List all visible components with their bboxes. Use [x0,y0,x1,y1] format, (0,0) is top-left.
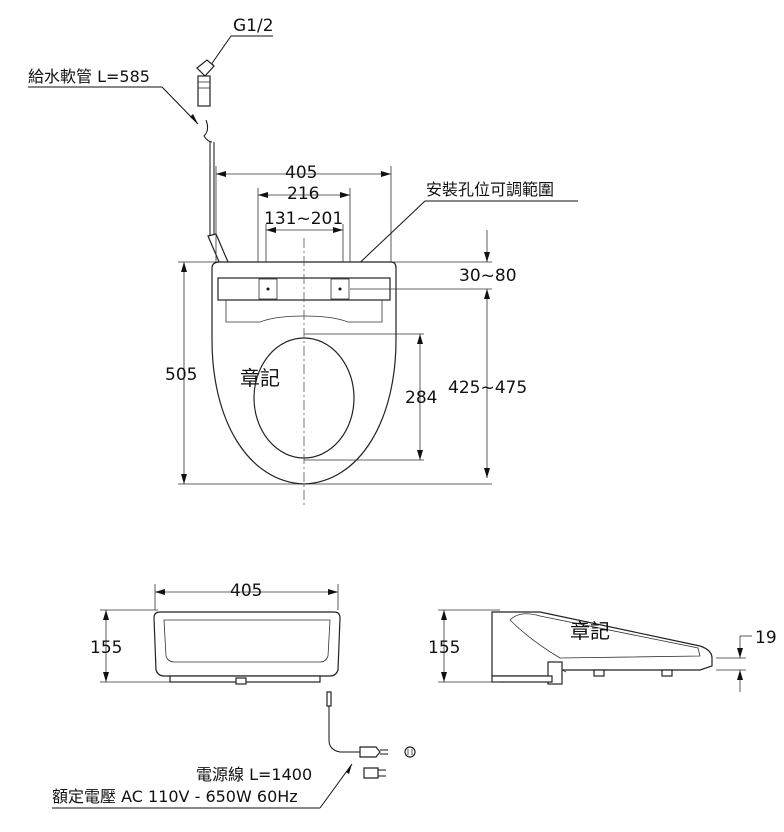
width-total-label: 405 [285,163,317,183]
hole-range-label: 131~201 [264,209,343,229]
cord-length-label: 電源線 L=1400 [196,765,312,784]
adjust-range-note: 安裝孔位可調範圍 [426,180,554,199]
seat-side-outline [491,611,713,685]
front-view: 405 155 電源線 L=1400 [52,581,416,809]
front-offset-label: 30~80 [459,266,517,286]
side-height-label: 155 [428,638,460,658]
hose-label: 給水軟管 L=585 [28,67,150,86]
brand-mark: 章記 [240,366,280,390]
side-brand-mark: 章記 [570,619,610,643]
bowl-length-label: 284 [405,388,437,408]
front-width-label: 405 [230,581,262,601]
top-view: G1/2 給水軟管 L=585 405 216 [28,16,578,508]
water-fitting [196,59,215,107]
length-total-label: 505 [165,365,197,385]
front-height-label: 155 [90,638,122,658]
side-offset-label: 19 [755,628,777,648]
side-view: 章記 155 19 [428,609,777,692]
hole-spacing-label: 216 [287,184,319,204]
rating-label: 額定電壓 AC 110V - 650W 60Hz [52,787,298,806]
mount-length-label: 425~475 [448,378,527,398]
seat-front-outline [153,611,341,685]
power-cord [326,691,416,779]
thread-label: G1/2 [233,16,274,36]
